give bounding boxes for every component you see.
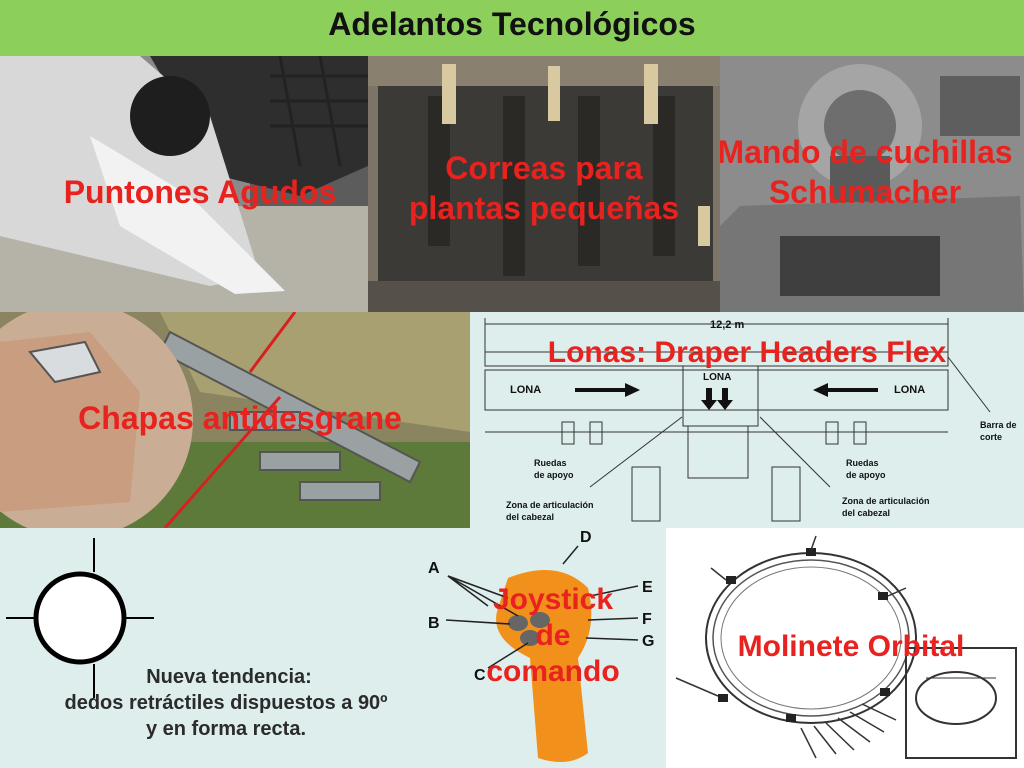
diagram-joystick: A B C D E F G Joystick de comando xyxy=(418,528,666,768)
joystick-letter-c: C xyxy=(474,667,486,684)
arrow-left-icon xyxy=(813,383,878,397)
title-bar xyxy=(0,0,1024,56)
photo-puntones: Puntones Agudos xyxy=(0,56,368,312)
label-lonas: Lonas: Draper Headers Flex xyxy=(547,336,947,369)
molinete-diagram xyxy=(675,535,1017,759)
joystick-letter-f: F xyxy=(642,611,652,628)
diagram-molinete: Molinete Orbital xyxy=(666,528,1024,768)
correas-image xyxy=(368,56,720,312)
ruedas-right-1: Ruedas xyxy=(846,458,879,468)
barra-text-2: corte xyxy=(980,432,1002,442)
label-chapas: Chapas antidesgrane xyxy=(78,400,402,436)
lona-right-text: LONA xyxy=(894,384,925,396)
diagram-dedos: Nueva tendencia: dedos retráctiles dispu… xyxy=(0,528,418,768)
joystick-letter-g: G xyxy=(642,633,654,650)
lona-left-text: LONA xyxy=(510,384,541,396)
puntones-image xyxy=(0,56,368,312)
joystick-diagram: A B C D E F G xyxy=(428,529,654,762)
page-title: Adelantos Tecnológicos xyxy=(328,6,696,42)
barra-text-1: Barra de xyxy=(980,420,1017,430)
zona-right-1: Zona de articulación xyxy=(842,496,930,506)
zona-right-2: del cabezal xyxy=(842,508,890,518)
ruedas-right-2: de apoyo xyxy=(846,470,886,480)
label-mando: Mando de cuchillas Schumacher xyxy=(720,134,1013,210)
lona-center-text: LONA xyxy=(703,372,731,383)
zona-left-1: Zona de articulación xyxy=(506,500,594,510)
label-correas: Correas para plantas pequeñas xyxy=(408,150,680,226)
label-joystick: Joystick de comando xyxy=(486,583,620,688)
joystick-letter-a: A xyxy=(428,560,440,577)
chapas-image xyxy=(0,312,470,528)
arrow-down-icon xyxy=(717,388,733,410)
photo-correas: Correas para plantas pequeñas xyxy=(368,56,720,312)
diagram-lonas: 12,2 m LONA LONA LONA Barra de corte Rue… xyxy=(470,312,1024,528)
lonas-diagram: 12,2 m LONA LONA LONA Barra de corte Rue… xyxy=(484,318,1017,522)
joystick-letter-d: D xyxy=(580,529,592,546)
ruedas-left-1: Ruedas xyxy=(534,458,567,468)
dedos-text: Nueva tendencia: dedos retráctiles dispu… xyxy=(64,666,388,740)
width-text: 12,2 m xyxy=(710,319,744,331)
zona-left-2: del cabezal xyxy=(506,512,554,522)
dedos-diagram xyxy=(6,538,154,698)
label-molinete: Molinete Orbital xyxy=(737,630,965,663)
photo-mando: Mando de cuchillas Schumacher xyxy=(720,56,1024,312)
label-puntones: Puntones Agudos xyxy=(63,174,337,210)
mando-image xyxy=(720,56,1024,312)
arrow-right-icon xyxy=(575,383,640,397)
joystick-letter-e: E xyxy=(642,579,653,596)
ruedas-left-2: de apoyo xyxy=(534,470,574,480)
arrow-down-icon xyxy=(701,388,717,410)
joystick-letter-b: B xyxy=(428,615,440,632)
photo-chapas: Chapas antidesgrane xyxy=(0,312,470,528)
